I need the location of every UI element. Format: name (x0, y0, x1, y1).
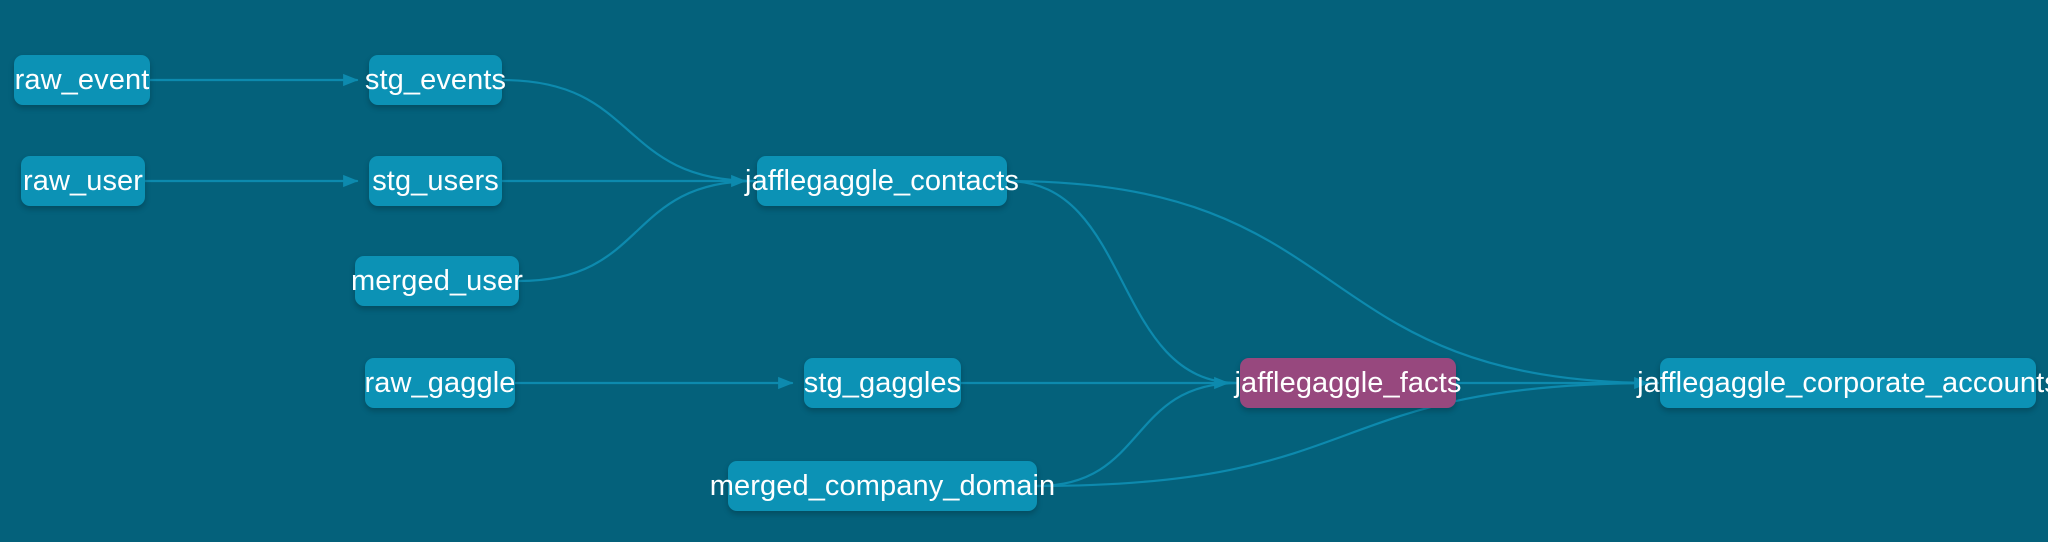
node-label: raw_gaggle (364, 366, 516, 399)
node-label: raw_event (14, 63, 150, 96)
graph-node-stg_gaggles[interactable]: stg_gaggles (804, 358, 961, 408)
node-label: jafflegaggle_contacts (744, 164, 1020, 197)
graph-node-raw_gaggle[interactable]: raw_gaggle (365, 358, 515, 408)
graph-node-raw_user[interactable]: raw_user (21, 156, 145, 206)
node-label: stg_users (372, 164, 499, 197)
graph-node-stg_users[interactable]: stg_users (369, 156, 502, 206)
graph-edge (1035, 381, 1660, 488)
graph-node-stg_events[interactable]: stg_events (365, 55, 506, 105)
node-label: stg_gaggles (803, 366, 962, 399)
node-label: stg_events (364, 63, 507, 96)
node-label: jafflegaggle_corporate_accounts (1637, 366, 2048, 399)
graph-edge (1005, 179, 1660, 385)
graph-node-jafflegaggle_contacts[interactable]: jafflegaggle_contacts (745, 156, 1019, 206)
graph-node-jafflegaggle_corporate_accounts[interactable]: jafflegaggle_corporate_accounts (1637, 358, 2048, 408)
graph-edge (1035, 381, 1240, 488)
graph-node-merged_user[interactable]: merged_user (351, 256, 523, 306)
graph-node-merged_company_domain[interactable]: merged_company_domain (710, 461, 1055, 511)
graph-node-jafflegaggle_facts[interactable]: jafflegaggle_facts (1235, 358, 1461, 408)
graph-edge (517, 179, 757, 283)
node-label: merged_company_domain (709, 469, 1056, 502)
graph-edge (500, 78, 757, 183)
graph-node-raw_event[interactable]: raw_event (14, 55, 150, 105)
graph-edge (1005, 179, 1240, 385)
node-label: raw_user (22, 164, 144, 197)
node-label: merged_user (351, 264, 523, 297)
node-label: jafflegaggle_facts (1234, 366, 1462, 399)
